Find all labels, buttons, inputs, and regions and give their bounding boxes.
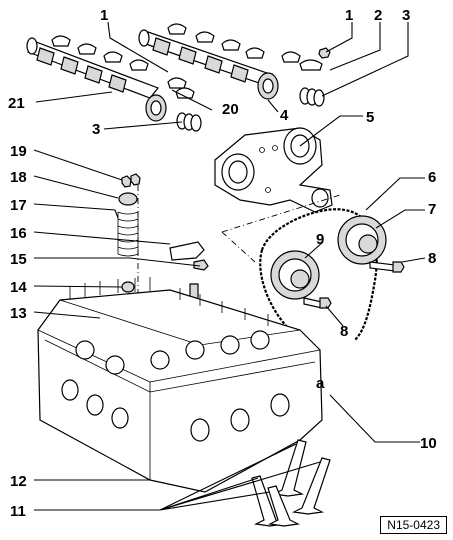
- bearing-caps-left: [51, 35, 195, 99]
- figure-code-label: N15-0423: [380, 516, 447, 534]
- callout-6: 6: [428, 169, 436, 186]
- callout-20: 20: [222, 101, 239, 118]
- camshaft-adjuster-sprocket-right: [337, 215, 387, 265]
- valve-spring: [117, 211, 139, 257]
- roller-rocker-arm: [169, 241, 205, 261]
- callout-10: 10: [420, 435, 437, 452]
- valve-keepers: [121, 173, 141, 188]
- callout-5: 5: [366, 109, 374, 126]
- callout-3-upper: 3: [402, 7, 410, 24]
- callout-labels: 1 1 2 3 3 4 5 6 7 8 8 9 10 11 12 13 14 1…: [8, 7, 437, 520]
- callout-3-lower: 3: [92, 121, 100, 138]
- callout-14: 14: [10, 279, 27, 296]
- alignment-line-lower: [221, 231, 256, 263]
- camshaft-left: [26, 37, 167, 122]
- spring-retainer: [118, 192, 138, 206]
- cam-adjuster-housing: [214, 127, 333, 213]
- bolts-8: [303, 261, 405, 309]
- callout-12: 12: [10, 473, 27, 490]
- callout-7: 7: [428, 201, 436, 218]
- callout-13: 13: [10, 305, 27, 322]
- callout-16: 16: [10, 225, 27, 242]
- callout-15: 15: [10, 251, 27, 268]
- callout-4: 4: [280, 107, 289, 124]
- callout-9: 9: [316, 231, 324, 248]
- callout-17: 17: [10, 197, 27, 214]
- callout-18: 18: [10, 169, 27, 186]
- seal-rings-upper: [299, 87, 325, 107]
- seal-rings-lower: [176, 112, 202, 132]
- callout-8-lower: 8: [340, 323, 348, 340]
- nut-right: [318, 47, 331, 59]
- bearing-caps-right: [167, 23, 323, 71]
- camshaft-adjuster-sprocket-left: [270, 250, 320, 300]
- callout-19: 19: [10, 143, 27, 160]
- callout-11: 11: [10, 503, 26, 520]
- cylinder-head: [37, 277, 323, 493]
- callout-21: 21: [8, 95, 25, 112]
- valve-stem-seal: [121, 281, 135, 293]
- callout-2: 2: [374, 7, 382, 24]
- callout-1-right: 1: [345, 7, 353, 24]
- valves: [251, 439, 331, 527]
- callout-a: a: [316, 375, 325, 392]
- callout-1-left: 1: [100, 7, 108, 24]
- support-element-clip: [193, 259, 209, 271]
- camshaft-right: [138, 29, 279, 100]
- alignment-line-upper: [221, 194, 341, 233]
- callout-8-right: 8: [428, 250, 436, 267]
- leader-lines: [33, 21, 426, 511]
